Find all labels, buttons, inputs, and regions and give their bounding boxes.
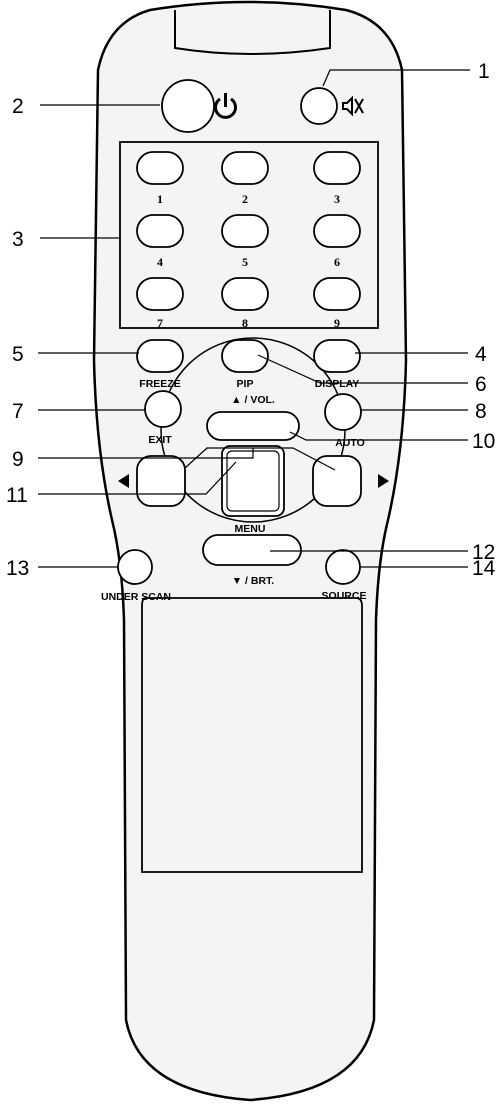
number-key-6[interactable] [313,214,361,248]
auto-label: AUTO [335,437,365,449]
number-label-8: 8 [242,316,248,330]
number-label-6: 6 [334,255,340,269]
callout-10: 10 [472,430,495,453]
display-button[interactable] [313,339,361,373]
number-key-8[interactable] [221,277,269,311]
callout-6: 6 [475,373,487,396]
callout-3: 3 [12,228,24,251]
number-label-1: 1 [157,192,163,206]
under-scan-label: UNDER SCAN [101,591,171,603]
brt-down-button[interactable] [202,534,302,566]
left-arrow-icon [118,474,129,488]
source-button[interactable] [325,549,361,585]
number-key-5[interactable] [221,214,269,248]
callout-12: 12 [472,541,495,564]
keypad-frame [119,141,379,329]
number-label-9: 9 [334,316,340,330]
left-button[interactable] [136,455,186,507]
number-label-7: 7 [157,316,163,330]
callout-7: 7 [12,400,24,423]
mute-icon [342,95,364,117]
callout-4: 4 [475,343,487,366]
freeze-label: FREEZE [139,378,180,390]
number-key-4[interactable] [136,214,184,248]
callout-lines [38,69,470,568]
ir-window [174,10,331,55]
display-label: DISPLAY [315,378,360,390]
callout-13: 13 [6,557,29,580]
number-key-3[interactable] [313,151,361,185]
source-label: SOURCE [322,590,367,602]
number-label-2: 2 [242,192,248,206]
menu-button[interactable] [221,445,285,517]
right-arrow-icon [378,474,389,488]
callout-1: 1 [478,60,490,83]
pip-button[interactable] [221,339,269,373]
number-key-1[interactable] [136,151,184,185]
vol-label: ▲ / VOL. [231,394,275,406]
callout-11: 11 [6,484,28,507]
pip-label: PIP [237,378,254,390]
callout-2: 2 [12,95,24,118]
exit-label: EXIT [148,434,172,446]
power-button[interactable] [161,79,215,133]
menu-label: MENU [235,523,266,535]
number-label-3: 3 [334,192,340,206]
under-scan-button[interactable] [117,549,153,585]
auto-button[interactable] [324,393,362,431]
number-key-9[interactable] [313,277,361,311]
number-key-7[interactable] [136,277,184,311]
number-label-4: 4 [157,255,163,269]
number-label-5: 5 [242,255,248,269]
power-icon [214,93,237,119]
mute-button[interactable] [300,87,338,125]
number-key-2[interactable] [221,151,269,185]
lower-panel [141,597,363,873]
freeze-button[interactable] [136,339,184,373]
callout-5: 5 [12,343,24,366]
callout-9: 9 [12,448,24,471]
right-button[interactable] [312,455,362,507]
vol-up-button[interactable] [206,411,300,441]
callout-14: 14 [472,557,496,580]
brt-label: ▼ / BRT. [232,575,275,587]
exit-button[interactable] [144,390,182,428]
callout-8: 8 [475,400,487,423]
